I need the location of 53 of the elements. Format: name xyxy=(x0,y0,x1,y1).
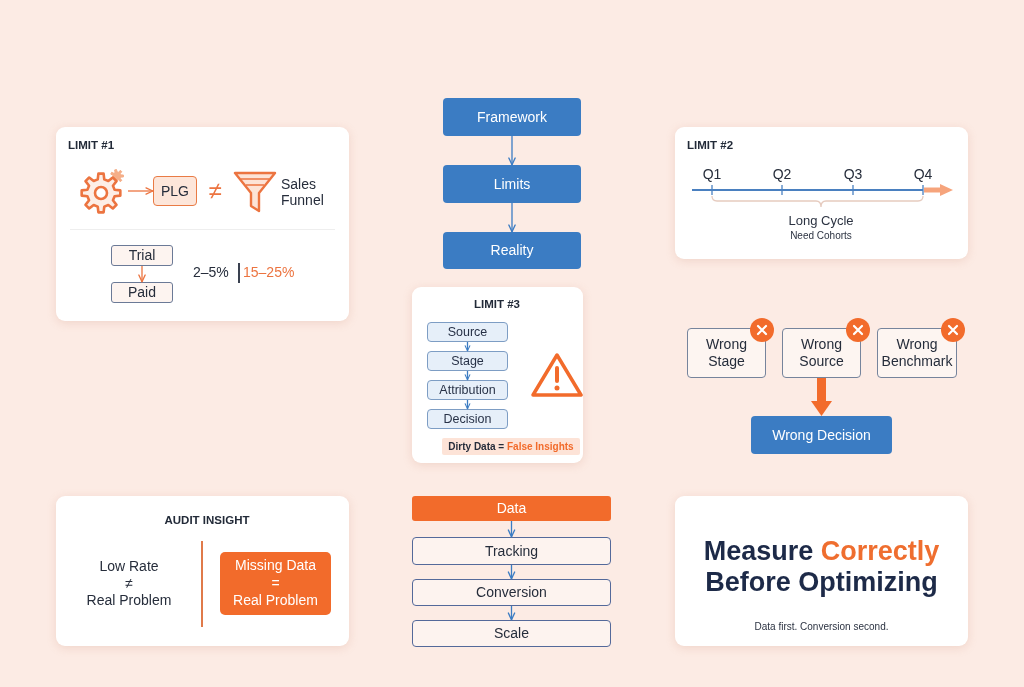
process-box: Scale xyxy=(412,620,611,647)
label: Sales Funnel xyxy=(281,176,324,208)
quarter-label: Q2 xyxy=(771,166,793,182)
arrow xyxy=(464,399,471,410)
quarter-label: Q1 xyxy=(701,166,723,182)
arrow xyxy=(507,564,516,580)
card-heading: LIMIT #2 xyxy=(687,138,734,152)
step-box: Attribution xyxy=(427,380,508,400)
label-box: PLG xyxy=(153,176,197,206)
card-heading: LIMIT #1 xyxy=(68,138,115,152)
highlight-note: Dirty Data = False Insights xyxy=(442,438,580,455)
arrow xyxy=(508,202,516,233)
step-box: Paid xyxy=(111,282,173,303)
percentage: 15–25% xyxy=(243,264,295,280)
card xyxy=(56,127,349,321)
error-box: Wrong Benchmark xyxy=(877,328,957,378)
headline: Measure Correctly Before Optimizing xyxy=(702,536,941,598)
tagline: Data first. Conversion second. xyxy=(753,621,890,633)
quarter-label: Q4 xyxy=(912,166,934,182)
process-box: Data xyxy=(412,496,611,521)
step-box: Trial xyxy=(111,245,173,266)
step-box: Stage xyxy=(427,351,508,371)
error-box: Wrong Stage xyxy=(687,328,766,378)
percentage: 2–5% xyxy=(193,264,229,280)
process-box: Wrong Decision xyxy=(751,416,892,454)
arrow xyxy=(507,520,516,538)
statement: Low Rate ≠ Real Problem xyxy=(85,558,173,609)
process-box: Framework xyxy=(443,98,581,136)
process-box: Limits xyxy=(443,165,581,203)
card-heading: LIMIT #3 xyxy=(473,297,521,311)
note: Need Cohorts xyxy=(789,230,853,242)
error-box: Wrong Source xyxy=(782,328,861,378)
card xyxy=(675,496,968,646)
card xyxy=(56,496,349,646)
arrow xyxy=(508,135,516,166)
process-box: Tracking xyxy=(412,537,611,565)
card xyxy=(675,127,968,259)
label: Long Cycle xyxy=(787,213,855,229)
card xyxy=(412,287,583,463)
step-box: Source xyxy=(427,322,508,342)
arrow xyxy=(811,378,832,416)
arrow xyxy=(138,265,146,283)
card-heading: AUDIT INSIGHT xyxy=(163,513,251,527)
not-equal-sign: ≠ xyxy=(207,177,223,205)
arrow xyxy=(464,370,471,381)
process-box: Reality xyxy=(443,232,581,269)
process-box: Conversion xyxy=(412,579,611,606)
arrow xyxy=(464,341,471,352)
step-box: Decision xyxy=(427,409,508,429)
highlight-box: Missing Data = Real Problem xyxy=(220,552,331,615)
arrow xyxy=(507,605,516,621)
quarter-label: Q3 xyxy=(842,166,864,182)
arrow xyxy=(127,187,154,195)
